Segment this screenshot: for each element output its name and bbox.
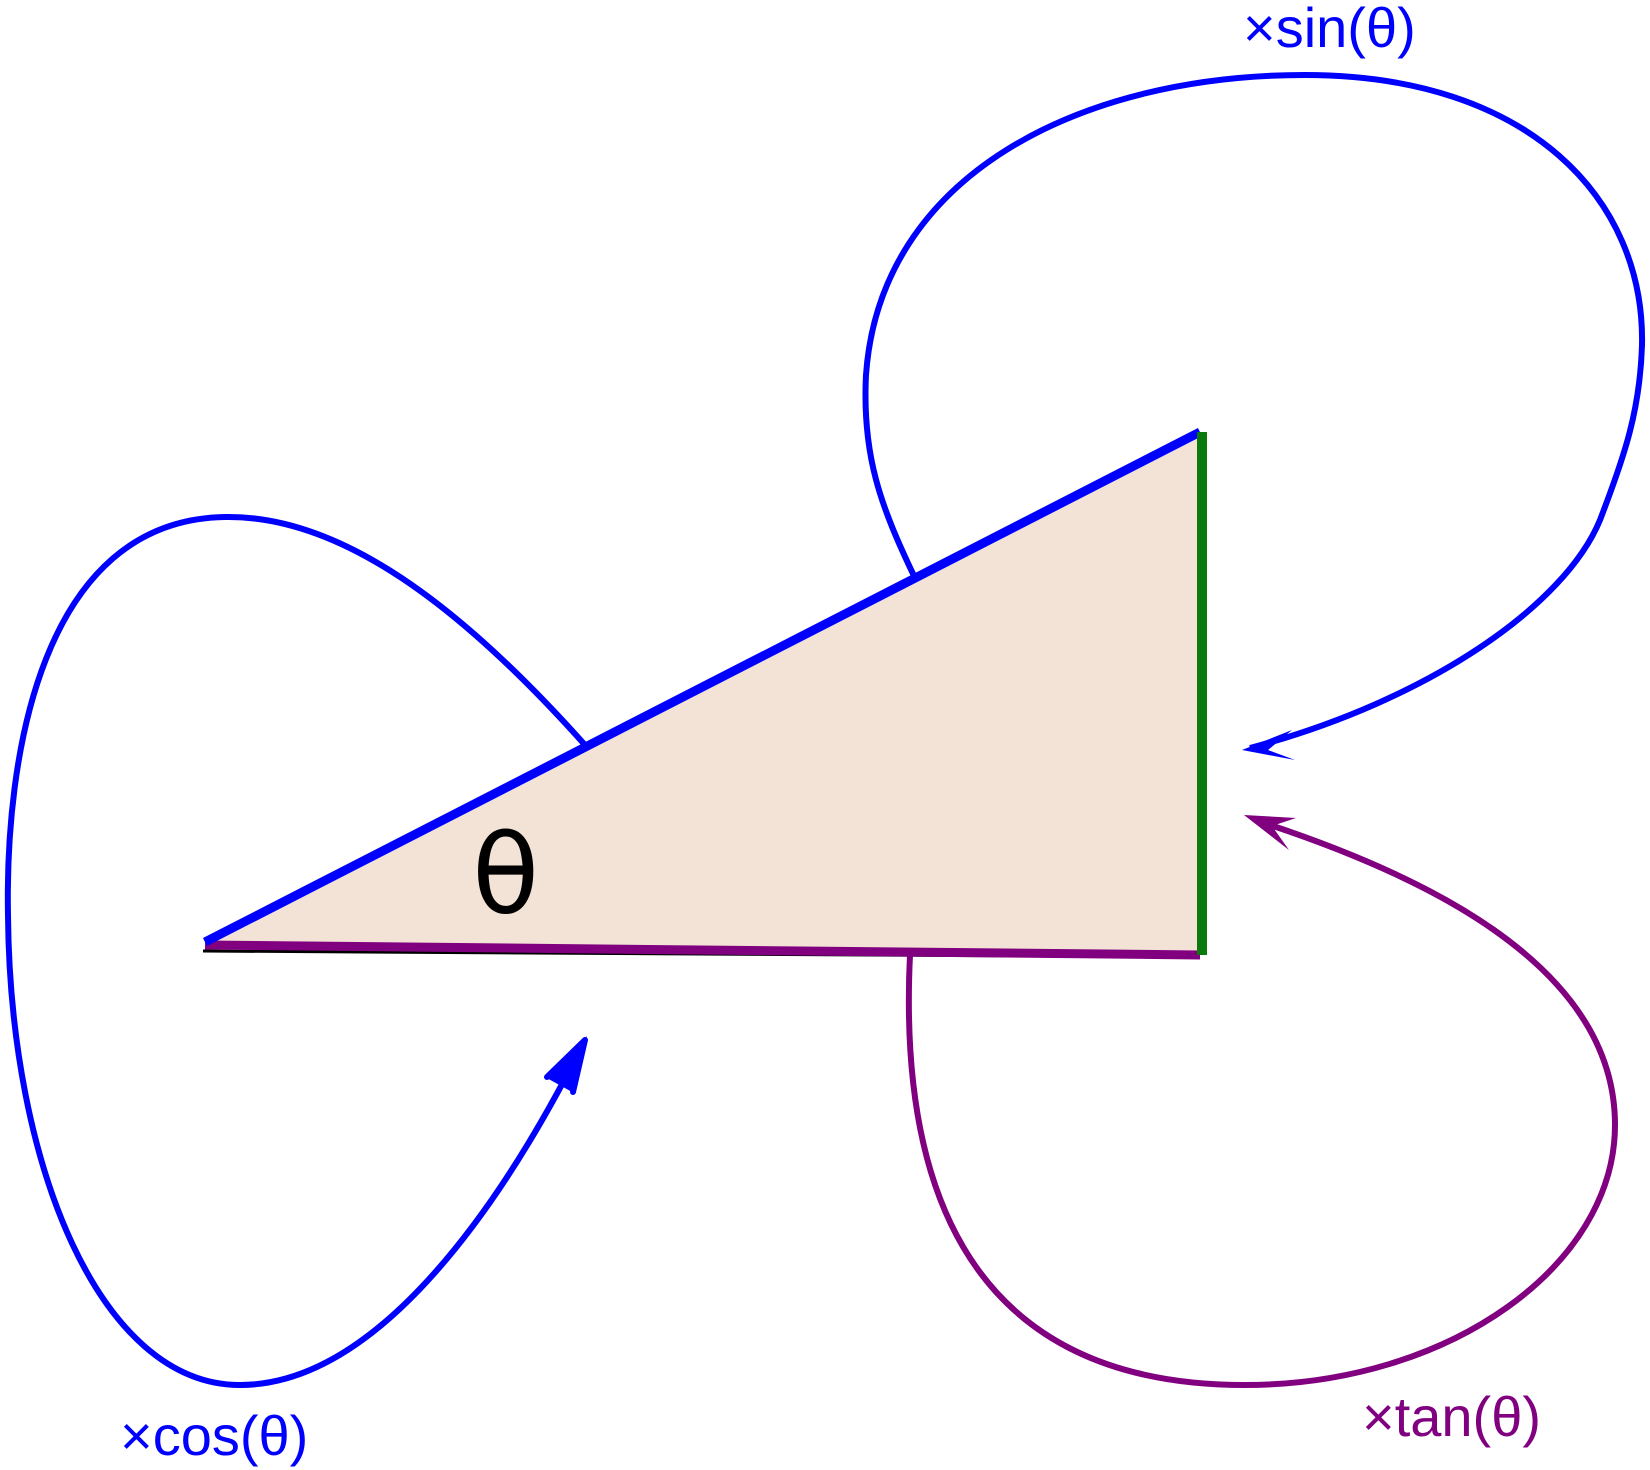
sin-label: ×sin(θ) (1243, 0, 1416, 59)
tan-arrowhead-icon (1244, 815, 1296, 850)
hypotenuse (202, 427, 1203, 947)
angle-label: θ (472, 811, 539, 939)
adjacent-side (204, 940, 1201, 960)
cos-arrowhead-tip-icon (545, 1036, 587, 1092)
cos-label: ×cos(θ) (120, 1404, 308, 1467)
sin-arrow (862, 71, 1646, 751)
cos-arrow (4, 513, 588, 1389)
sin-arrowhead-icon (1242, 730, 1295, 760)
tan-label: ×tan(θ) (1362, 1385, 1541, 1448)
tan-arrow (905, 817, 1619, 1389)
